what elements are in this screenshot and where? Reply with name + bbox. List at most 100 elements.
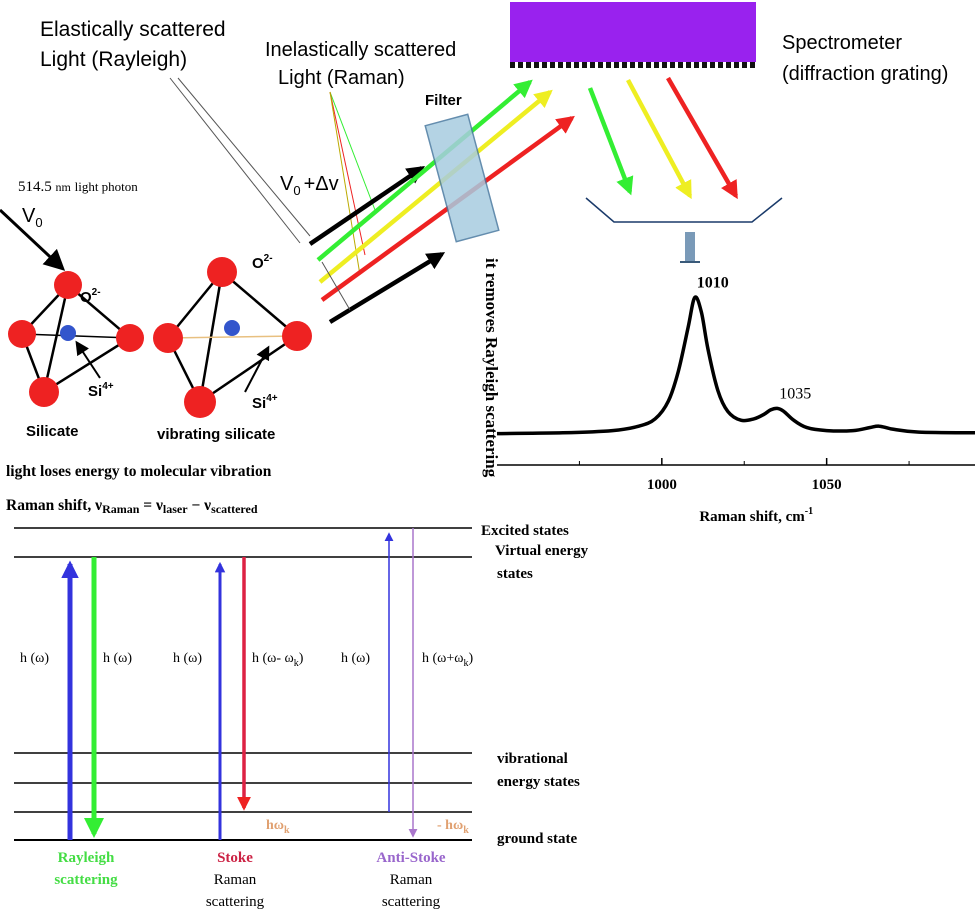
detector-connector (685, 232, 695, 262)
vibrating-silicate-molecule (153, 257, 312, 418)
grating-tooth (590, 62, 595, 68)
oxygen-atom (282, 321, 312, 351)
incoming-photon-arrow (0, 208, 66, 271)
scattered-black-arrow-bottom (328, 252, 446, 324)
scattered-black-arrow-top (308, 165, 425, 246)
oxygen-label-left: O2- (80, 287, 101, 306)
vibrating-silicate-caption: vibrating silicate (157, 426, 275, 443)
oxygen-atom (8, 320, 36, 348)
photon-label: 514.5 nm light photon (18, 179, 138, 195)
anti-stokes-down-label: h (ω+ωk) (422, 651, 474, 669)
v0-dv-label: V0+Δv (280, 173, 339, 198)
silicon-label-right: Si4+ (252, 393, 278, 412)
grating-tooth (534, 62, 539, 68)
grating-tooth (734, 62, 739, 68)
energy-title: light loses energy to molecular vibratio… (6, 463, 272, 480)
oxygen-atom (116, 324, 144, 352)
yellow-beam-arrow (318, 89, 553, 284)
stokes-energy-gap-label: hωk (266, 818, 290, 836)
v0-label: V0 (22, 205, 43, 230)
silicon-atom (60, 325, 76, 341)
grating-tooth (710, 62, 715, 68)
stokes-up-label: h (ω) (173, 651, 202, 666)
rayleigh-caption-line2: scattering (54, 872, 118, 888)
grating-tooth (510, 62, 515, 68)
raman-shift-formula: Raman shift, νRaman = νlaser − νscattere… (6, 497, 258, 516)
grating-tooth (558, 62, 563, 68)
x-tick-label: 1000 (647, 477, 677, 493)
spectrum-line (496, 295, 976, 436)
grating-tooth (614, 62, 619, 68)
anti-stokes-up-label: h (ω) (341, 651, 370, 666)
grating-tooth (702, 62, 707, 68)
spectrometer-label-line1: Spectrometer (782, 32, 902, 54)
dispersed-green-arrow (587, 87, 634, 196)
dispersed-red-arrow (666, 76, 738, 200)
green-beam-arrow (316, 79, 533, 262)
stokes-caption-line2: Raman (214, 872, 257, 888)
grating-tooth (670, 62, 675, 68)
grating-tooth (550, 62, 555, 68)
rayleigh-caption-line1: Rayleigh (58, 850, 115, 866)
rayleigh-up-label: h (ω) (20, 651, 49, 666)
oxygen-atom (184, 386, 216, 418)
virtual-states-label-line1: Virtual energy (495, 543, 589, 559)
silicate-molecule (8, 271, 144, 407)
raman-pointer-green (329, 91, 376, 211)
grating-tooth (630, 62, 635, 68)
ground-state-label: ground state (497, 831, 577, 847)
stokes-down-label: h (ω- ωk) (252, 651, 304, 669)
oxygen-atom (29, 377, 59, 407)
silicon-label-left: Si4+ (88, 381, 114, 400)
silicon-atom (224, 320, 240, 336)
anti-stokes-caption-line3: scattering (382, 894, 441, 910)
peak-label: 1035 (779, 385, 811, 402)
vibrational-label-line2: energy states (497, 774, 580, 790)
grating-tooth (694, 62, 699, 68)
grating-tooth (566, 62, 571, 68)
grating-tooth (686, 62, 691, 68)
stokes-caption-line1: Stoke (217, 850, 253, 866)
grating-tooth (622, 62, 627, 68)
grating-tooth (742, 62, 747, 68)
diffraction-grating (510, 62, 755, 68)
elastic-label-line1: Elastically scattered (40, 18, 226, 41)
oxygen-atom (54, 271, 82, 299)
grating-tooth (726, 62, 731, 68)
x-tick-label: 1050 (812, 477, 842, 493)
anti-stokes-caption-line1: Anti-Stoke (376, 850, 446, 866)
scatter-thin-line (321, 261, 351, 311)
grating-tooth (646, 62, 651, 68)
virtual-states-label-line2: states (497, 566, 533, 582)
filter-block (424, 113, 500, 243)
excited-states-label: Excited states (481, 523, 569, 539)
grating-tooth (582, 62, 587, 68)
spectrometer-block (510, 2, 756, 62)
grating-tooth (606, 62, 611, 68)
raman-pointer-yellow (329, 91, 361, 276)
grating-tooth (750, 62, 755, 68)
grating-tooth (598, 62, 603, 68)
grating-tooth (654, 62, 659, 68)
filter-note: it removes Rayleigh scattering (482, 258, 501, 478)
silicate-caption: Silicate (26, 423, 79, 440)
oxygen-label-right: O2- (252, 253, 273, 272)
filter-label: Filter (425, 92, 462, 109)
inelastic-label-line1: Inelastically scattered (265, 39, 456, 61)
vibrational-label-line1: vibrational (497, 751, 568, 767)
spectrometer-label-line2: (diffraction grating) (782, 63, 948, 85)
detector-tray (585, 197, 783, 223)
grating-tooth (542, 62, 547, 68)
grating-tooth (718, 62, 723, 68)
oxygen-atom (153, 323, 183, 353)
rayleigh-pointer-line (169, 77, 301, 244)
anti-stokes-energy-gap-label: - hωk (437, 818, 469, 836)
stokes-caption-line3: scattering (206, 894, 265, 910)
x-axis-label: Raman shift, cm-1 (699, 506, 813, 525)
grating-tooth (638, 62, 643, 68)
grating-tooth (574, 62, 579, 68)
oxygen-atom (207, 257, 237, 287)
inelastic-label-line2: Light (Raman) (278, 67, 405, 89)
